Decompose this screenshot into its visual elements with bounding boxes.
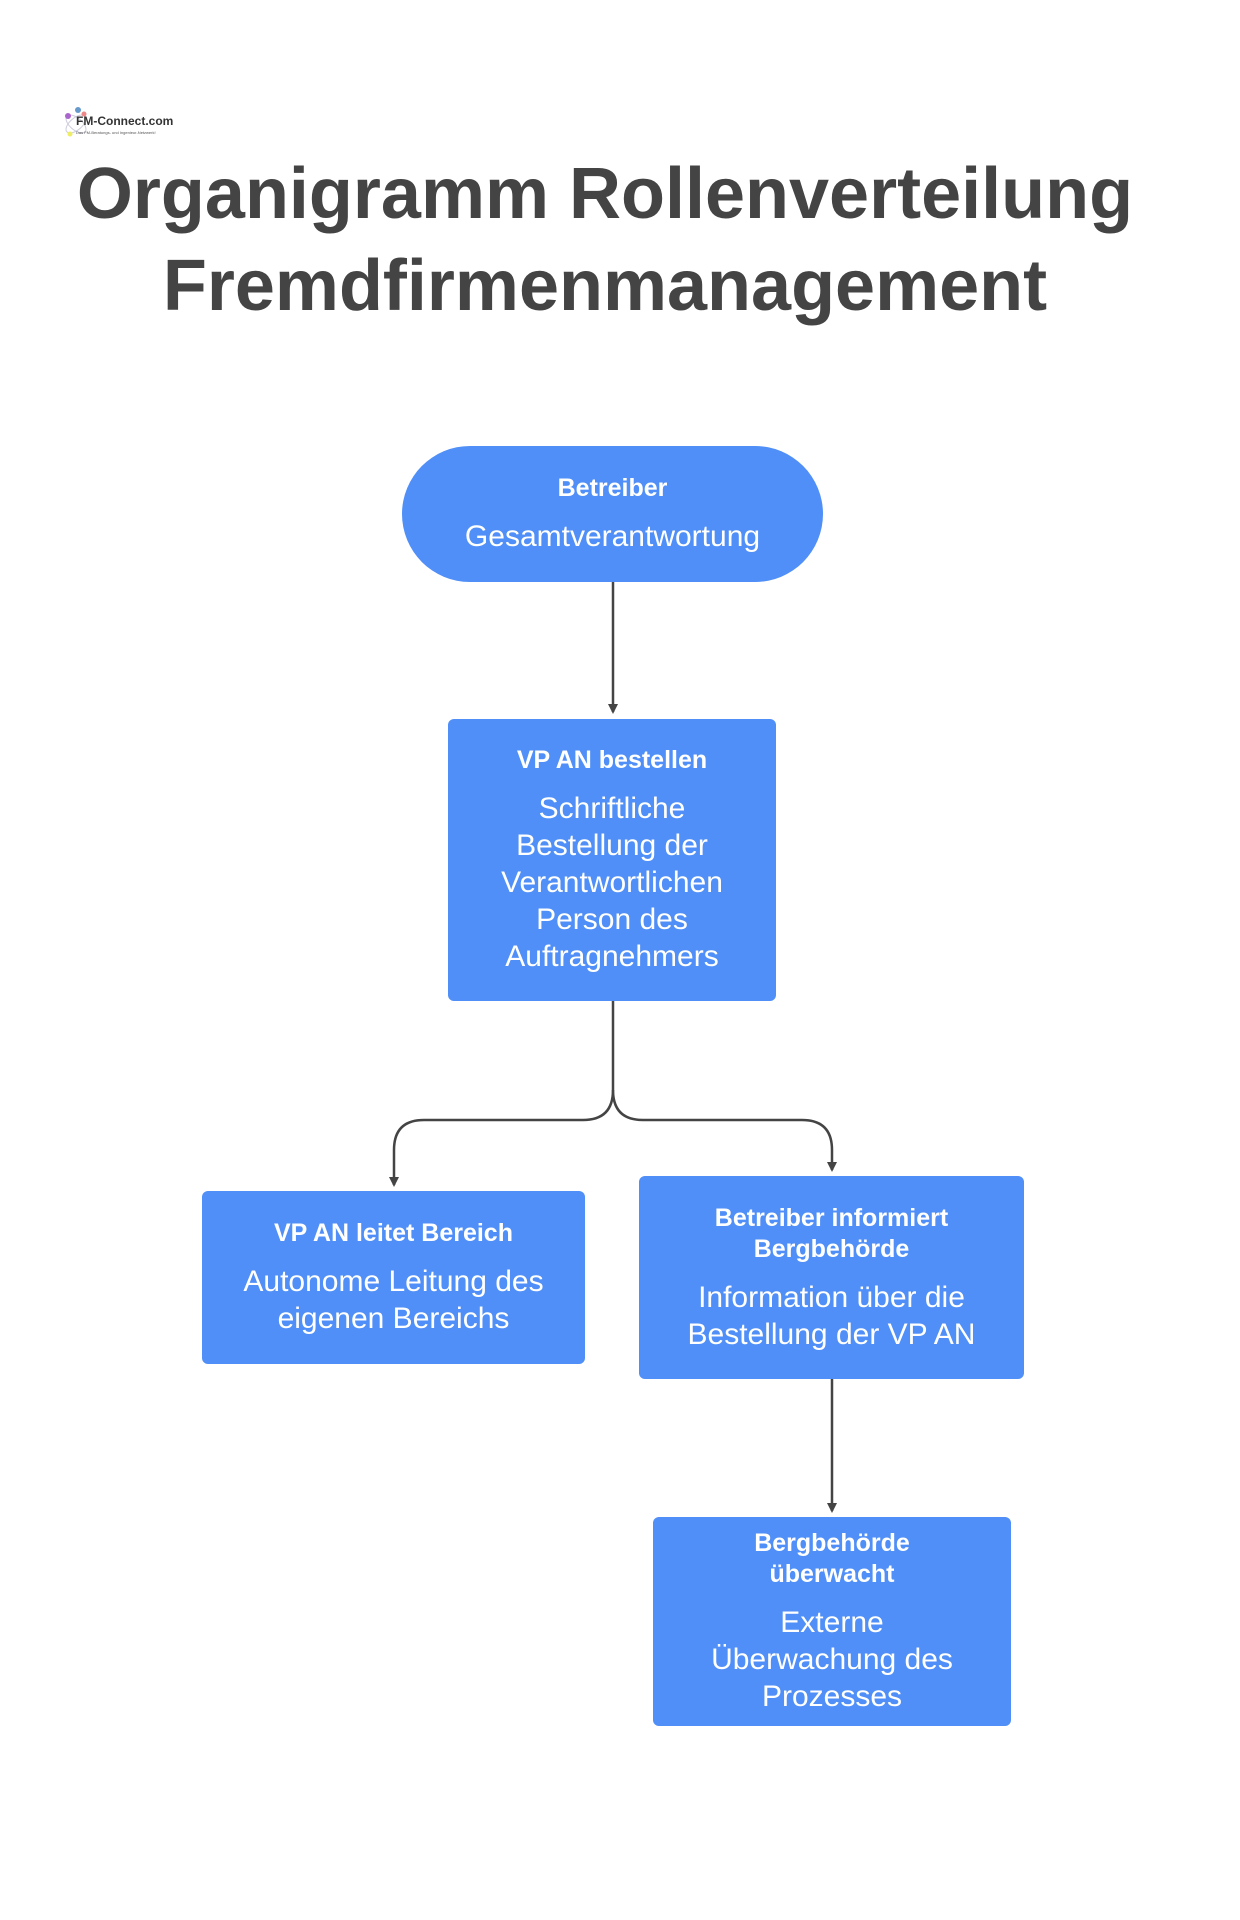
page-title-line-1: Organigramm Rollenverteilung <box>76 154 1134 234</box>
node-betreiber-informiert: Betreiber informiert Bergbehörde Informa… <box>639 1176 1024 1379</box>
node-text: Information über die Bestellung der VP A… <box>687 1280 976 1351</box>
node-title: VP AN bestellen <box>516 746 708 774</box>
node-text: Autonome Leitung des eigenen Bereichs <box>243 1265 544 1335</box>
logo-name: FM-Connect.com <box>76 114 174 128</box>
node-title: Bergbehörde überwacht <box>754 1529 910 1588</box>
node-title: Betreiber informiert Bergbehörde <box>714 1203 949 1263</box>
node-text: Externe Überwachung des Prozesses <box>711 1606 953 1713</box>
atom-icon <box>65 107 87 137</box>
node-title: Betreiber <box>557 474 668 502</box>
fm-connect-logo: FM-Connect.com Das FM-Beratungs- und Ing… <box>62 104 173 144</box>
connector-vp-to-leitet <box>389 1001 615 1187</box>
node-vp-an-leitet-bereich: VP AN leitet Bereich Autonome Leitung de… <box>202 1191 585 1364</box>
node-text: Schriftliche Bestellung der Verantwortli… <box>501 792 723 973</box>
node-title: VP AN leitet Bereich <box>274 1219 513 1247</box>
node-bergbehoerde-ueberwacht: Bergbehörde überwacht Externe Überwachun… <box>653 1517 1011 1726</box>
node-vp-an-bestellen: VP AN bestellen Schriftliche Bestellung … <box>448 719 776 1001</box>
connector-vp-to-informiert <box>611 1089 837 1172</box>
node-text: Gesamtverantwortung <box>464 520 761 553</box>
page-title-line-2: Fremdfirmenmanagement <box>162 246 1048 326</box>
logo-tagline: Das FM-Beratungs- und Ingenieur-Netzwerk… <box>76 130 156 135</box>
node-betreiber: Betreiber Gesamtverantwortung <box>402 446 823 582</box>
